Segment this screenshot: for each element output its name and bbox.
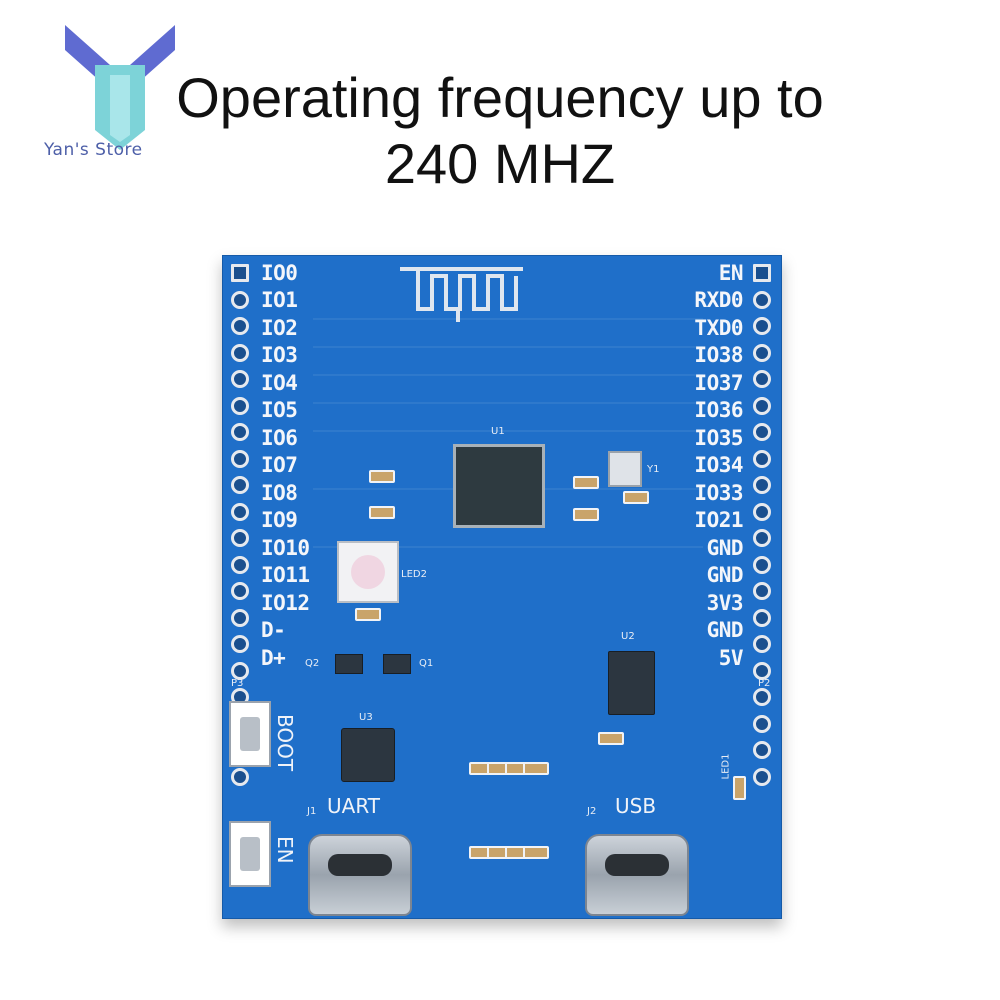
label-j1: J1 <box>307 806 317 817</box>
pin-io1: IO1 <box>261 288 298 312</box>
transistor-q2 <box>335 654 363 674</box>
yans-store-logo <box>65 25 175 150</box>
pin-txd0: TXD0 <box>694 316 743 340</box>
dev-board: IO0 IO1 IO2 IO3 IO4 IO5 IO6 IO7 IO8 IO9 … <box>222 255 782 919</box>
pin-io7: IO7 <box>261 453 298 477</box>
pin-io38: IO38 <box>694 343 743 367</box>
pin-io35: IO35 <box>694 426 743 450</box>
uart-bridge-u3 <box>341 728 395 782</box>
pin-gnd-2: GND <box>706 563 744 587</box>
label-u1: U1 <box>491 426 505 437</box>
label-u2: U2 <box>621 631 635 642</box>
label-en: EN <box>273 836 297 864</box>
pin-gnd-1: GND <box>706 536 744 560</box>
antenna-trace <box>400 267 523 322</box>
label-y1: Y1 <box>647 464 660 475</box>
label-boot: BOOT <box>273 714 297 772</box>
label-j2: J2 <box>587 806 597 817</box>
label-q1: Q1 <box>419 658 434 669</box>
resistor <box>523 846 549 859</box>
label-usb: USB <box>615 794 657 818</box>
label-u3: U3 <box>359 712 373 723</box>
label-led1: LED1 <box>720 753 732 780</box>
capacitor <box>623 491 649 504</box>
pin-io2: IO2 <box>261 316 298 340</box>
capacitor <box>369 470 395 483</box>
pin-io34: IO34 <box>694 453 743 477</box>
pin-io10: IO10 <box>261 536 310 560</box>
rgb-led <box>337 541 399 603</box>
pin-3v3: 3V3 <box>706 591 744 615</box>
pin-io6: IO6 <box>261 426 298 450</box>
pin-io9: IO9 <box>261 508 298 532</box>
pin-io4: IO4 <box>261 371 298 395</box>
usb-c-uart-port[interactable] <box>308 834 412 916</box>
regulator-u2 <box>608 651 655 715</box>
pin-io8: IO8 <box>261 481 298 505</box>
capacitor <box>355 608 381 621</box>
pin-io0: IO0 <box>261 261 298 285</box>
pin-en: EN <box>718 261 744 285</box>
capacitor <box>598 732 624 745</box>
pin-io5: IO5 <box>261 398 298 422</box>
label-p3: P3 <box>231 678 244 689</box>
pin-io37: IO37 <box>694 371 743 395</box>
pin-d-minus: D- <box>261 618 286 642</box>
mcu-chip <box>453 444 545 528</box>
store-name: Yan's Store <box>44 140 143 160</box>
usb-c-usb-port[interactable] <box>585 834 689 916</box>
headline-line-2: 240 MHZ <box>384 132 616 195</box>
en-button[interactable] <box>229 821 271 887</box>
label-uart: UART <box>327 794 380 818</box>
pin-rxd0: RXD0 <box>694 288 743 312</box>
pin-gnd-3: GND <box>706 618 744 642</box>
resistor <box>523 762 549 775</box>
crystal-y1 <box>608 451 642 487</box>
transistor-q1 <box>383 654 411 674</box>
pin-io12: IO12 <box>261 591 310 615</box>
headline: Operating frequency up to 240 MHZ <box>100 65 900 197</box>
led-1 <box>733 776 746 800</box>
pin-5v: 5V <box>718 646 744 670</box>
capacitor <box>573 476 599 489</box>
capacitor <box>573 508 599 521</box>
pin-io21: IO21 <box>694 508 743 532</box>
pin-d-plus: D+ <box>261 646 286 670</box>
pin-io36: IO36 <box>694 398 743 422</box>
capacitor <box>369 506 395 519</box>
label-q2: Q2 <box>305 658 320 669</box>
pin-io33: IO33 <box>694 481 743 505</box>
pin-io11: IO11 <box>261 563 310 587</box>
boot-button[interactable] <box>229 701 271 767</box>
right-pin-header <box>753 264 775 794</box>
pin-io3: IO3 <box>261 343 298 367</box>
label-led2: LED2 <box>401 569 427 580</box>
headline-line-1: Operating frequency up to <box>176 66 824 129</box>
label-p2: P2 <box>758 678 771 689</box>
